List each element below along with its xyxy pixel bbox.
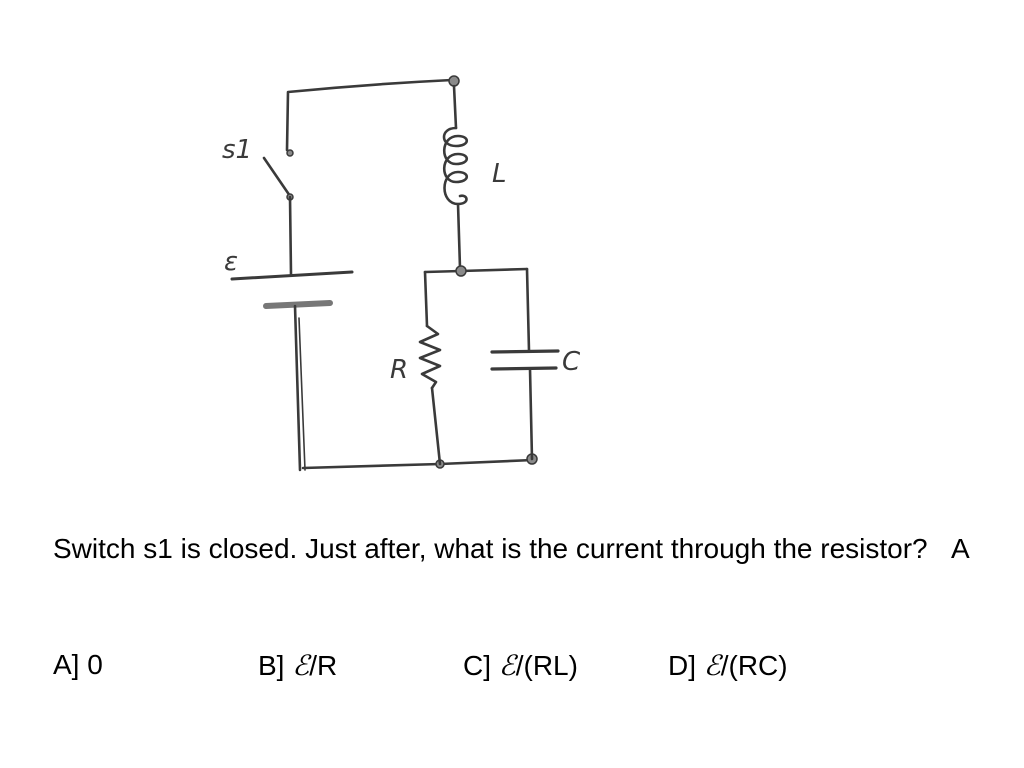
switch-blade (262, 156, 292, 198)
answer-option-b: B] ℰ/R (258, 649, 337, 682)
answer-options: A] 0 B] ℰ/R C] ℰ/(RL) D] ℰ/(RC) (0, 649, 1024, 693)
resistor-top-lead (423, 270, 429, 328)
inductor-bottom-lead (456, 202, 462, 270)
switch-label: s1 (222, 135, 252, 165)
answer-option-d: D] ℰ/(RC) (668, 649, 788, 682)
capacitor-plate-top (490, 349, 560, 354)
answer-letter: A] (53, 649, 80, 680)
capacitor-bottom-lead (528, 367, 534, 461)
emf-label: ε (224, 247, 238, 277)
resistor-zigzag (418, 324, 442, 390)
answer-letter: C] (463, 650, 491, 681)
answer-expression: /(RL) (515, 650, 578, 681)
inductor-label: L (492, 159, 507, 189)
emf-symbol: ℰ (292, 649, 310, 682)
answer-expression: /(RC) (720, 650, 788, 681)
question-body: Switch s1 is closed. Just after, what is… (53, 533, 928, 564)
emf-symbol: ℰ (703, 649, 721, 682)
upper-junction-node (455, 265, 467, 277)
capacitor-plate-bottom (490, 366, 558, 371)
battery-short-plate (263, 300, 333, 309)
battery-long-plate (230, 270, 354, 281)
answer-letter: D] (668, 650, 696, 681)
capacitor-label: C (562, 347, 581, 377)
question-text: Switch s1 is closed. Just after, what is… (53, 529, 993, 569)
answer-expression: 0 (87, 649, 103, 680)
capacitor-top-lead (525, 267, 531, 353)
top-right-node (448, 75, 460, 87)
top-wire (285, 78, 454, 152)
switch-contact-top (286, 149, 294, 157)
inductor-coil (442, 126, 469, 206)
answer-option-c: C] ℰ/(RL) (463, 649, 578, 682)
left-wire (293, 304, 302, 472)
answer-letter: B] (258, 650, 285, 681)
resistor-bottom-lead (430, 386, 442, 466)
junction-wire (423, 267, 529, 274)
answer-expression: /R (309, 650, 338, 681)
resistor-label: R (390, 355, 408, 385)
inductor-top-lead (452, 84, 458, 130)
question-answer-note: A (950, 533, 970, 564)
emf-symbol: ℰ (498, 649, 516, 682)
bottom-wire (301, 458, 535, 470)
battery-top-lead (288, 195, 293, 276)
left-wire-double (298, 317, 306, 471)
circuit-diagram: s1 ε L R C (222, 75, 581, 472)
answer-option-a: A] 0 (53, 649, 103, 681)
